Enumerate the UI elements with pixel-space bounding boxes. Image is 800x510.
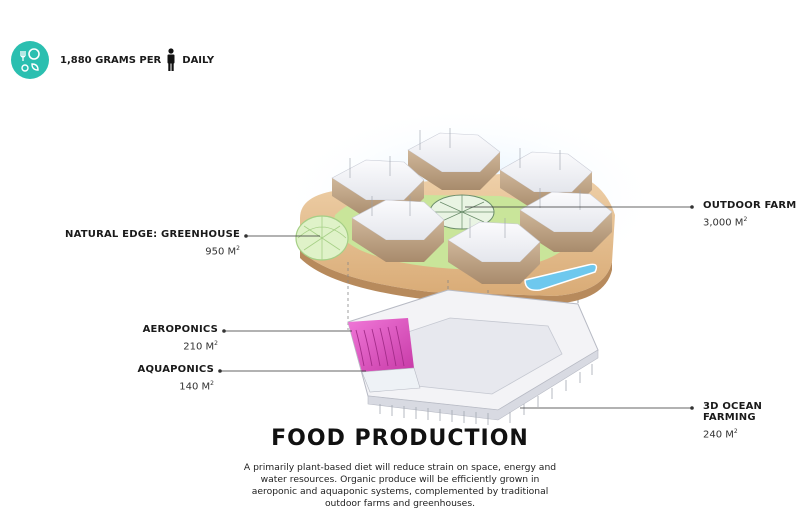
page-title: FOOD PRODUCTION: [271, 426, 529, 451]
aquaponics-label: AQUAPONICS 140 M2: [138, 364, 214, 392]
greenhouse-dome: [295, 215, 349, 261]
turbine-poles: [349, 128, 581, 238]
description-text: A primarily plant-based diet will reduce…: [243, 462, 557, 509]
food-nutrition-icon: [11, 41, 49, 79]
outdoor-farm-label: OUTDOOR FARM 3,000 M2: [703, 200, 796, 228]
aquaponics-value: 140 M2: [179, 380, 214, 393]
greenhouse-label: NATURAL EDGE: GREENHOUSE 950 M2: [65, 229, 240, 257]
outdoor-farm-title: OUTDOOR FARM: [703, 200, 797, 211]
person-icon: [167, 48, 175, 71]
underwater-hex-base: [347, 289, 599, 425]
aquaponics-title: AQUAPONICS: [137, 364, 214, 375]
ocean-farming-value: 240 M2: [703, 428, 738, 441]
greenhouse-value: 950 M2: [205, 245, 240, 258]
ocean-farming-label: 3D OCEAN FARMING 240 M2: [703, 401, 800, 440]
stat-text: 1,880 GRAMS PER: [60, 54, 162, 66]
callout-lines: [220, 206, 692, 409]
callout-dots: [218, 205, 694, 410]
ocean-farming-title: 3D OCEAN FARMING: [703, 401, 763, 423]
aeroponics-value: 210 M2: [183, 340, 218, 353]
aeroponics-zone: [348, 318, 414, 372]
greenhouse-title: NATURAL EDGE: GREENHOUSE: [65, 229, 240, 240]
aeroponics-title: AEROPONICS: [142, 324, 218, 335]
header-stat: 1,880 GRAMS PER DAILY: [10, 38, 214, 82]
aeroponics-label: AEROPONICS 210 M2: [143, 324, 218, 352]
outdoor-farm-value: 3,000 M2: [703, 216, 748, 229]
aquaponics-zone: [361, 367, 421, 393]
outdoor-farm-towers: [331, 132, 613, 284]
daily-text: DAILY: [182, 54, 215, 66]
